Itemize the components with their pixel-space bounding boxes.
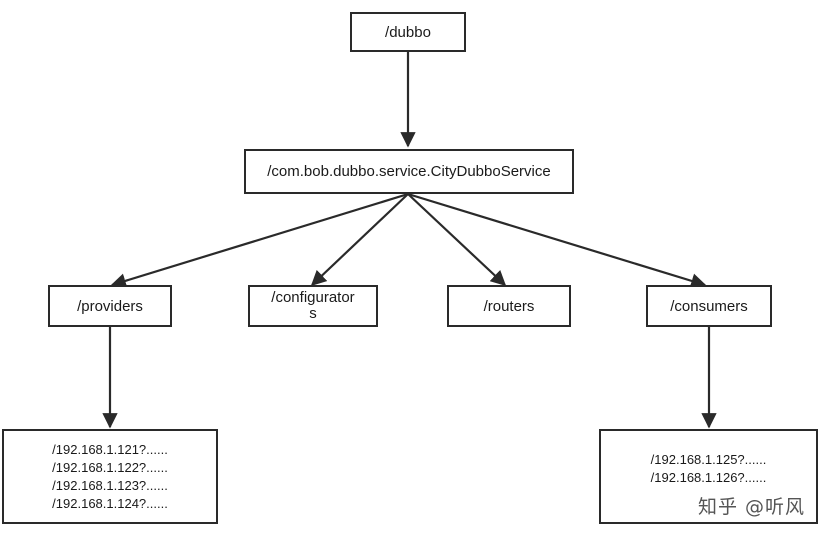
node-dubbo-root: /dubbo <box>350 12 466 52</box>
consumer-url: /192.168.1.125?...... <box>650 452 767 467</box>
node-provider-urls: /192.168.1.121?...... /192.168.1.122?...… <box>2 429 218 524</box>
provider-url: /192.168.1.122?...... <box>52 459 168 475</box>
node-providers-label: /providers <box>77 297 143 315</box>
node-consumer-urls: /192.168.1.125?...... /192.168.1.126?...… <box>599 429 818 524</box>
node-providers: /providers <box>48 285 172 327</box>
provider-url: /192.168.1.121?...... <box>52 441 168 457</box>
node-service: /com.bob.dubbo.service.CityDubboService <box>244 149 574 194</box>
node-dubbo-root-label: /dubbo <box>385 23 431 41</box>
edge-service-to-consumers <box>407 192 707 289</box>
node-routers-label: /routers <box>483 297 535 315</box>
provider-url: /192.168.1.124?...... <box>52 495 168 511</box>
node-consumers: /consumers <box>646 285 772 327</box>
node-configurators-label-line1: /configurator <box>271 289 355 306</box>
node-routers: /routers <box>447 285 571 327</box>
provider-url: /192.168.1.123?...... <box>52 477 168 493</box>
watermark: 知乎 @听风 <box>697 496 805 518</box>
edge-service-to-routers <box>407 193 507 287</box>
edge-service-to-configurators <box>310 193 409 287</box>
node-configurators-label-line2: s <box>309 305 317 322</box>
consumer-url: /192.168.1.126?...... <box>650 470 767 485</box>
node-configurators: /configurator s <box>248 285 378 327</box>
edge-service-to-providers <box>110 192 409 289</box>
node-consumers-label: /consumers <box>670 297 748 315</box>
node-service-label: /com.bob.dubbo.service.CityDubboService <box>267 163 551 180</box>
